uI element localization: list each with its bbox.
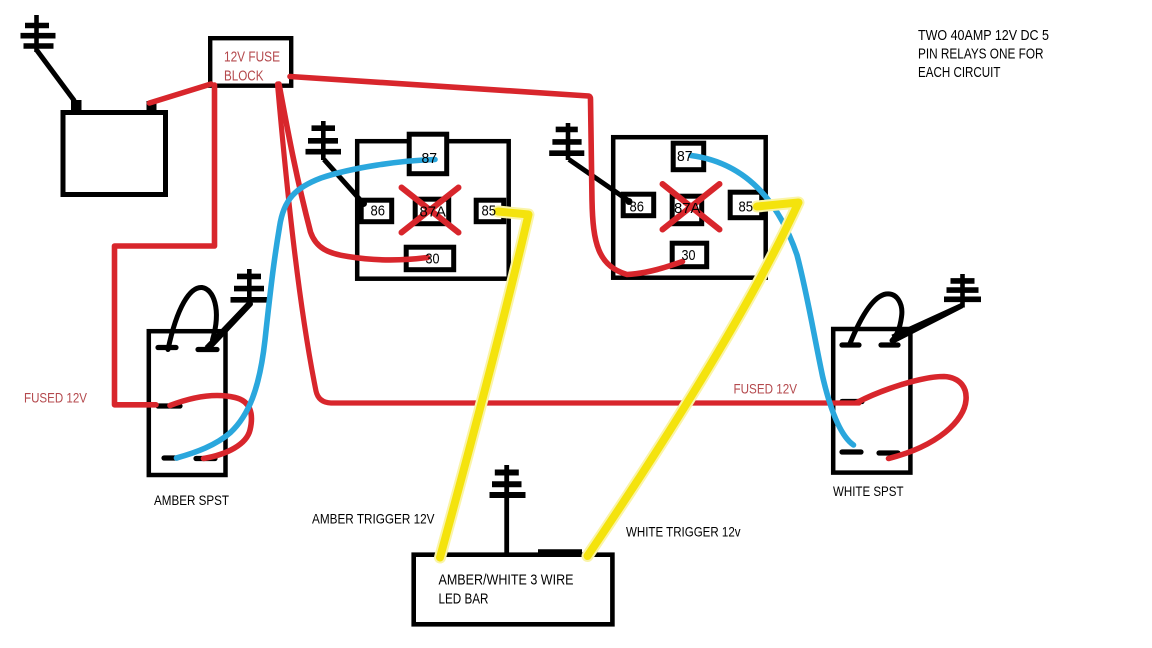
svg-text:TWO 40AMP 12V DC 5: TWO 40AMP 12V DC 5 — [918, 27, 1049, 44]
svg-text:FUSED 12V: FUSED 12V — [734, 381, 798, 397]
svg-text:87: 87 — [422, 150, 438, 167]
svg-text:EACH CIRCUIT: EACH CIRCUIT — [918, 64, 1001, 81]
svg-text:87A: 87A — [420, 204, 447, 221]
svg-text:85: 85 — [739, 199, 754, 216]
svg-text:86: 86 — [630, 199, 645, 216]
svg-text:WHITE SPST: WHITE SPST — [833, 484, 904, 499]
svg-text:AMBER SPST: AMBER SPST — [154, 493, 229, 508]
svg-text:WHITE TRIGGER 12v: WHITE TRIGGER 12v — [626, 525, 741, 540]
svg-text:30: 30 — [426, 251, 440, 268]
svg-text:FUSED 12V: FUSED 12V — [24, 390, 88, 406]
svg-text:BLOCK: BLOCK — [224, 67, 264, 84]
svg-text:87A: 87A — [674, 200, 701, 217]
svg-text:AMBER/WHITE 3 WIRE: AMBER/WHITE 3 WIRE — [439, 572, 574, 589]
svg-text:30: 30 — [682, 247, 696, 264]
svg-text:PIN RELAYS ONE FOR: PIN RELAYS ONE FOR — [918, 46, 1044, 63]
svg-text:85: 85 — [482, 203, 497, 220]
svg-text:LED BAR: LED BAR — [439, 591, 489, 608]
svg-text:12V FUSE: 12V FUSE — [224, 49, 280, 66]
svg-text:87: 87 — [677, 148, 693, 165]
svg-text:AMBER TRIGGER 12V: AMBER TRIGGER 12V — [312, 512, 435, 527]
svg-text:86: 86 — [371, 203, 386, 220]
